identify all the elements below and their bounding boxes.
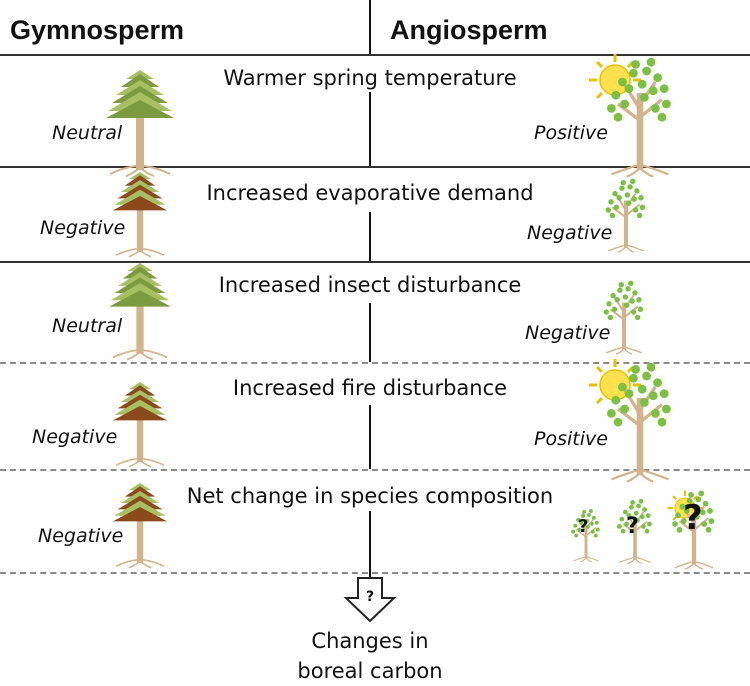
row-title-species-composition: Net change in species composition — [186, 484, 554, 508]
arrow-question-mark: ? — [365, 589, 375, 605]
gymno-effect-label: Negative — [38, 525, 124, 547]
angio-effect-label: Positive — [534, 428, 608, 450]
dashed-row-divider — [0, 572, 750, 574]
outcome-line2: boreal carbon — [297, 659, 443, 683]
outcome-label: Changes in boreal carbon — [260, 626, 480, 686]
row-divider — [0, 166, 750, 168]
gymnosperm-header: Gymnosperm — [10, 15, 185, 45]
stressed-conifer-tree-icon — [112, 381, 168, 468]
row-title-insect-disturbance: Increased insect disturbance — [218, 273, 522, 297]
conifer-tree-icon — [105, 69, 175, 177]
angio-effect-label: Negative — [525, 322, 611, 344]
gymno-effect-label: Neutral — [52, 122, 123, 144]
outcome-line1: Changes in — [311, 629, 429, 653]
deciduous-tree-icon — [605, 361, 673, 484]
gymno-effect-label: Neutral — [52, 315, 123, 337]
deciduous-tree-icon — [605, 56, 673, 179]
question-mark: ? — [683, 498, 703, 538]
row-title-warmer-spring: Warmer spring temperature — [223, 66, 517, 90]
dashed-row-divider — [0, 469, 750, 471]
deciduous-tree-icon — [604, 177, 647, 254]
row-title-fire-disturbance: Increased fire disturbance — [232, 376, 508, 400]
angiosperm-header: Angiosperm — [390, 15, 548, 45]
conifer-tree-icon — [108, 262, 172, 361]
question-mark: ? — [626, 514, 639, 539]
dashed-row-divider — [0, 362, 750, 364]
deciduous-tree-icon — [602, 279, 645, 356]
row-divider — [0, 261, 750, 263]
row-title-evaporative-demand: Increased evaporative demand — [206, 181, 534, 205]
gymno-effect-label: Negative — [32, 426, 118, 448]
column-divider — [369, 92, 371, 166]
column-divider — [369, 572, 371, 580]
gymno-effect-label: Negative — [40, 217, 126, 239]
column-divider — [369, 511, 371, 572]
stressed-conifer-tree-icon — [112, 482, 168, 569]
down-arrow-icon — [343, 577, 397, 623]
column-divider — [369, 212, 371, 261]
angio-effect-label: Negative — [527, 222, 613, 244]
stressed-conifer-tree-icon — [112, 171, 168, 258]
angio-effect-label: Positive — [534, 122, 608, 144]
question-mark: ? — [578, 516, 589, 537]
header-divider — [0, 54, 750, 56]
column-divider — [369, 405, 371, 469]
column-divider — [369, 303, 371, 362]
column-divider — [369, 0, 371, 54]
